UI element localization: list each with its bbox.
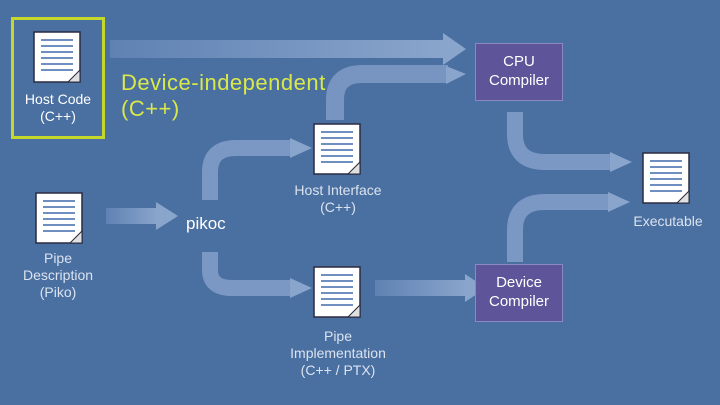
arrow-interface-to-cpu (326, 65, 466, 120)
cpu-compiler-box: CPU Compiler (475, 43, 563, 101)
executable-label: Executable (633, 213, 703, 229)
host-interface-label: Host Interface (C++) (294, 182, 382, 215)
arrow-host-to-cpu (110, 33, 466, 65)
host-code-label: Host Code (C++) (24, 91, 92, 124)
host-code-highlight (11, 17, 105, 139)
arrow-pipe-to-pikoc (106, 202, 178, 230)
document-icon (313, 266, 361, 318)
document-icon (642, 152, 690, 204)
document-icon (313, 123, 361, 175)
pipe-implementation-label: Pipe Implementation (C++ / PTX) (290, 328, 386, 378)
arrow-cpu-to-executable (507, 112, 632, 172)
arrow-implementation-to-device (375, 274, 486, 302)
device-independent-annotation: Device-independent (C++) (121, 70, 326, 122)
pikoc-label: pikoc (186, 214, 226, 233)
document-icon (35, 192, 83, 244)
pipe-description-label: Pipe Description (Piko) (22, 250, 94, 300)
arrow-device-to-executable (507, 192, 630, 262)
device-compiler-box: Device Compiler (475, 264, 563, 322)
arrow-pikoc-to-interface (202, 138, 312, 200)
document-icon (33, 31, 81, 83)
arrow-pikoc-to-implementation (202, 252, 312, 298)
